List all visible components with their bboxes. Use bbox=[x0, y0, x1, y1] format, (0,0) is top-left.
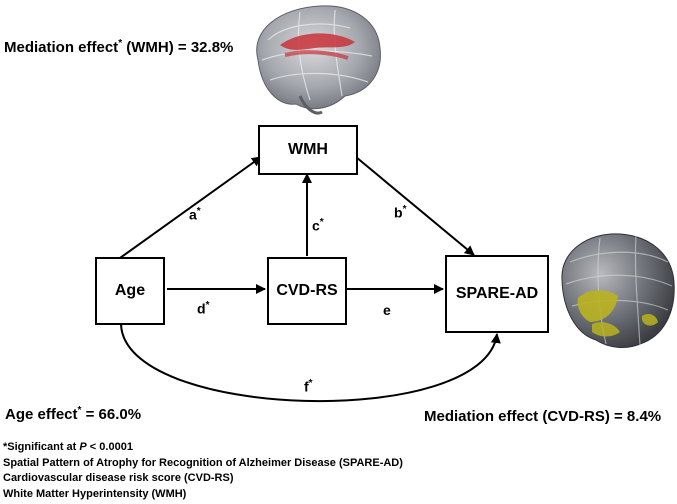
cvd-rs-box: CVD-RS bbox=[267, 257, 347, 325]
note-spare-ad: Spatial Pattern of Atrophy for Recogniti… bbox=[3, 456, 403, 469]
path-b-label: b* bbox=[394, 204, 407, 221]
footnotes: *Significant at P < 0.0001 Spatial Patte… bbox=[3, 440, 403, 502]
wmh-box: WMH bbox=[258, 125, 358, 175]
path-a-label: a* bbox=[189, 206, 201, 223]
mediation-cvd-text: Mediation effect (CVD-RS) = 8.4% bbox=[424, 408, 662, 425]
path-d-label: d* bbox=[197, 300, 210, 317]
spare-ad-box-label: SPARE-AD bbox=[455, 285, 539, 302]
age-box: Age bbox=[95, 257, 165, 325]
wmh-box-label: WMH bbox=[288, 141, 328, 158]
path-f-arrow bbox=[120, 322, 501, 403]
mediation-wmh-text: Mediation effect* (WMH) = 32.8% bbox=[4, 38, 234, 56]
cvd-rs-box-label: CVD-RS bbox=[276, 282, 338, 299]
path-c-label: c* bbox=[312, 217, 324, 234]
note-wmh: White Matter Hyperintensity (WMH) bbox=[3, 487, 187, 500]
age-effect-text: Age effect* = 66.0% bbox=[5, 405, 142, 423]
age-box-label: Age bbox=[114, 282, 146, 299]
note-cvd-rs: Cardiovascular disease risk score (CVD-R… bbox=[3, 472, 234, 484]
spare-ad-brain-image bbox=[561, 233, 675, 348]
wmh-brain-image bbox=[256, 5, 381, 115]
path-e-label: e bbox=[383, 302, 391, 318]
spare-ad-box: SPARE-AD bbox=[445, 255, 549, 333]
note-significance: *Significant at P < 0.0001 bbox=[3, 441, 133, 453]
path-a-arrow bbox=[119, 156, 262, 259]
path-b-arrow bbox=[355, 156, 475, 256]
path-f-label: f* bbox=[304, 378, 313, 395]
